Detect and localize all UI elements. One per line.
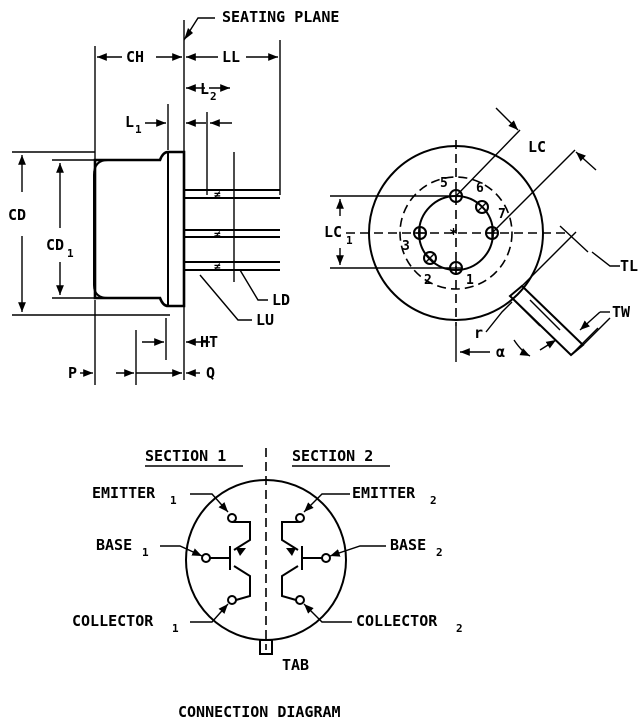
svg-text:≠: ≠	[214, 228, 221, 241]
svg-text:≠: ≠	[214, 188, 221, 201]
section-1-label: SECTION 1	[145, 447, 226, 465]
connection-diagram-caption: CONNECTION DIAGRAM	[178, 703, 341, 721]
pin-7: 7	[498, 207, 506, 222]
pin-1: 1	[466, 273, 474, 288]
lc-label: LC	[528, 138, 546, 156]
pin-2: 2	[424, 273, 432, 288]
collector-2-label: COLLECTOR	[356, 612, 438, 630]
tab-label: TAB	[282, 656, 309, 674]
cd1-subscript: 1	[67, 247, 74, 260]
pins: 1 2 3 5 6 7	[402, 176, 506, 288]
cd-label: CD	[8, 206, 26, 224]
ld-leader	[239, 269, 268, 301]
pin-6: 6	[476, 181, 484, 196]
transistor-2	[281, 513, 331, 605]
l1-label: L	[125, 113, 134, 131]
lc1-label: LC	[324, 223, 342, 241]
bottom-view: * 1 2 3 5 6 7	[324, 107, 638, 362]
lu-leader	[199, 274, 252, 321]
tl-label: TL	[620, 257, 638, 275]
lu-label: LU	[256, 311, 274, 329]
transistor-1	[201, 513, 251, 605]
base-2-label: BASE	[390, 536, 426, 554]
alpha-label: α	[496, 343, 505, 361]
svg-text:≠: ≠	[214, 260, 221, 273]
side-view: SEATING PLANE CH LL L 2 L 1	[8, 8, 339, 385]
l1-subscript: 1	[135, 123, 142, 136]
ch-label: CH	[126, 48, 144, 66]
emitter-1-subscript: 1	[170, 494, 177, 507]
l2-subscript: 2	[210, 90, 217, 103]
q-label: Q	[206, 364, 215, 382]
ll-label: LL	[222, 48, 240, 66]
emitter-2-subscript: 2	[430, 494, 437, 507]
p-label: P	[68, 364, 77, 382]
cd1-label: CD	[46, 236, 64, 254]
l2-label: L	[200, 80, 209, 98]
r-label: r	[474, 324, 483, 342]
section-2-label: SECTION 2	[292, 447, 373, 465]
collector-1-subscript: 1	[172, 622, 179, 635]
can-body	[93, 150, 186, 308]
base-1-subscript: 1	[142, 546, 149, 559]
collector-1-label: COLLECTOR	[72, 612, 154, 630]
tab-rect	[259, 639, 273, 655]
tab	[508, 225, 611, 357]
seating-plane-label: SEATING PLANE	[222, 8, 339, 26]
emitter-1-label: EMITTER	[92, 484, 156, 502]
svg-text:*: *	[449, 225, 458, 243]
pin-5: 5	[440, 176, 448, 191]
lc1-subscript: 1	[346, 234, 353, 247]
base-2-subscript: 2	[436, 546, 443, 559]
emitter-2-label: EMITTER	[352, 484, 416, 502]
pin-3: 3	[402, 239, 410, 254]
tw-label: TW	[612, 303, 631, 321]
ht-label: HT	[200, 333, 218, 351]
leads: ≠ ≠ ≠	[184, 152, 280, 282]
base-1-label: BASE	[96, 536, 132, 554]
collector-2-subscript: 2	[456, 622, 463, 635]
ld-label: LD	[272, 291, 290, 309]
connection-diagram: SECTION 1 SECTION 2 TAB	[72, 447, 463, 721]
